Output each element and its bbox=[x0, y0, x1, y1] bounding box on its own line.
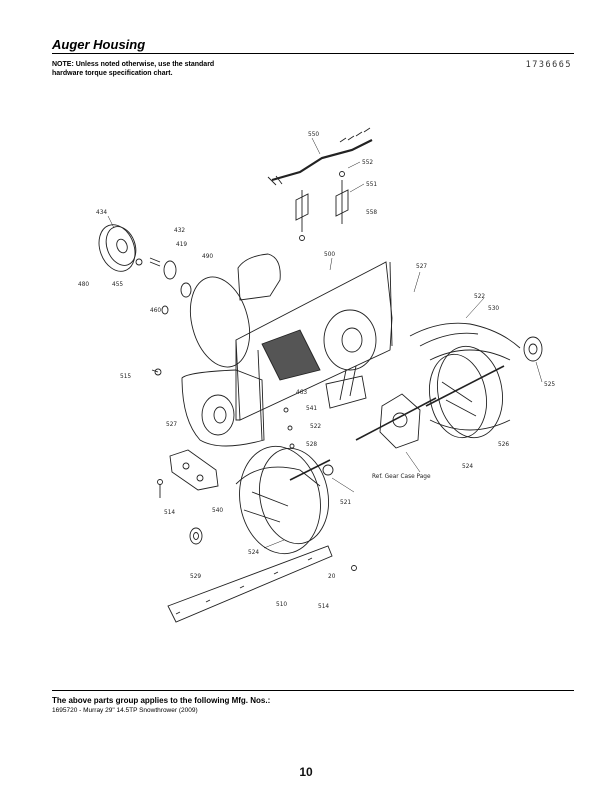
part-label: 514 bbox=[318, 604, 329, 610]
part-label: 460 bbox=[150, 308, 161, 314]
footer-divider bbox=[52, 690, 574, 691]
part-label: 515 bbox=[120, 374, 131, 380]
part-label: 540 bbox=[212, 508, 223, 514]
part-label: 463 bbox=[296, 390, 307, 396]
page-number: 10 bbox=[299, 765, 313, 779]
mfg-number: 1695720 - Murray 29" 14.5TP Snowthrower … bbox=[52, 707, 198, 714]
pulley-hardware-part bbox=[135, 257, 192, 315]
part-label: 529 bbox=[190, 574, 201, 580]
part-label: 521 bbox=[340, 500, 351, 506]
part-label: 558 bbox=[366, 210, 377, 216]
part-label: 541 bbox=[306, 406, 317, 412]
leader-lines bbox=[107, 137, 543, 549]
part-label: 552 bbox=[362, 160, 373, 166]
part-label: 514 bbox=[164, 510, 175, 516]
skid-shoe-part bbox=[169, 449, 219, 491]
part-label: 522 bbox=[310, 424, 321, 430]
part-label: 20 bbox=[328, 574, 336, 580]
part-label-group: 550 552 551 558 434 432 419 500 490 480 … bbox=[78, 132, 555, 610]
part-label: 525 bbox=[544, 382, 555, 388]
part-label: 527 bbox=[416, 264, 427, 270]
auger-housing-part bbox=[189, 253, 393, 441]
part-label: 522 bbox=[474, 294, 485, 300]
part-label: 528 bbox=[306, 442, 317, 448]
part-label: 524 bbox=[462, 464, 473, 470]
part-label: 510 bbox=[276, 602, 287, 608]
part-label: 490 bbox=[202, 254, 213, 260]
right-auger-part bbox=[429, 345, 511, 439]
side-plate-part bbox=[181, 369, 265, 447]
applies-heading: The above parts group applies to the fol… bbox=[52, 696, 271, 705]
rod-bracket-part bbox=[295, 171, 349, 241]
part-label: 455 bbox=[112, 282, 123, 288]
scraper-bar-part bbox=[167, 545, 333, 623]
impeller-part bbox=[325, 365, 367, 409]
crank-rod-part bbox=[267, 127, 373, 186]
part-label: 524 bbox=[248, 550, 259, 556]
part-label: 434 bbox=[96, 210, 107, 216]
part-label: 551 bbox=[366, 182, 377, 188]
part-label: 480 bbox=[78, 282, 89, 288]
part-label: 530 bbox=[488, 306, 499, 312]
part-label: 550 bbox=[308, 132, 319, 138]
pulley-part bbox=[98, 224, 137, 272]
document-number: 1736665 bbox=[525, 60, 572, 70]
bolt-hardware-part bbox=[151, 368, 357, 571]
exploded-parts-diagram: 550 552 551 558 434 432 419 500 490 480 … bbox=[78, 127, 555, 623]
part-label: 432 bbox=[174, 228, 185, 234]
part-label: 500 bbox=[324, 252, 335, 258]
left-auger-part bbox=[235, 445, 334, 555]
page-title: Auger Housing bbox=[52, 37, 146, 52]
bearing-flange-part bbox=[409, 322, 521, 349]
header-divider bbox=[52, 53, 574, 54]
torque-note: NOTE: Unless noted otherwise, use the st… bbox=[52, 61, 215, 77]
part-label: 527 bbox=[166, 422, 177, 428]
part-label: 526 bbox=[498, 442, 509, 448]
part-label: 419 bbox=[176, 242, 187, 248]
gear-case-reference: Ref. Gear Case Page bbox=[372, 474, 431, 480]
bearing-housing-part bbox=[523, 336, 543, 362]
